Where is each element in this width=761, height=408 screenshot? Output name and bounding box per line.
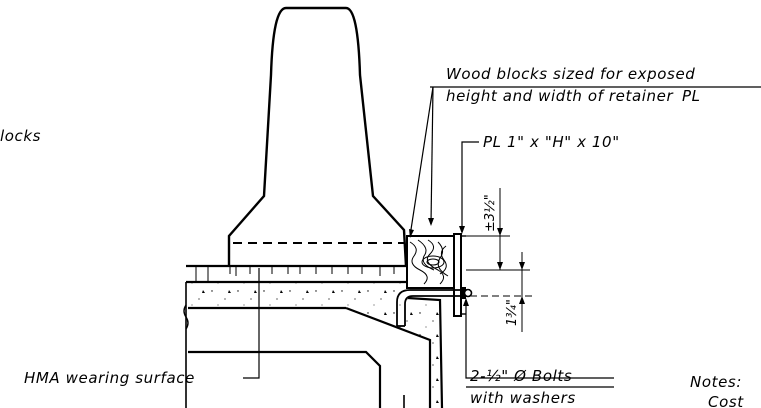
wood-blocks-label-line2: height and width of retainer [446, 87, 673, 105]
plate-spec-label: PL 1" x "H" x 10" [483, 133, 620, 151]
hma-wearing-surface-label: HMA wearing surface [24, 369, 195, 387]
wood-grain [409, 239, 449, 285]
bolt-nut [463, 288, 473, 298]
surface-hatching [195, 266, 395, 282]
plate-symbol: PL [682, 87, 701, 105]
cut-off-label: locks [0, 127, 41, 145]
notes-label: Notes: [690, 373, 742, 391]
bolts-label-line1: 2-½" Ø Bolts [470, 367, 572, 385]
retainer-plate [453, 233, 462, 317]
leader-lines [243, 86, 761, 379]
wood-blocks-label-line1: Wood blocks sized for exposed [446, 65, 695, 83]
height-dimension: ±3½" [483, 194, 498, 232]
bolts-label-line2: with washers [470, 389, 576, 407]
offset-dimension: 1¾" [505, 299, 520, 326]
anchor-bolt [396, 287, 473, 327]
concrete-barrier [227, 6, 408, 267]
deck-slab [183, 282, 444, 408]
dimension-lines [466, 188, 534, 332]
wearing-surface [186, 264, 408, 284]
wood-blocks [406, 235, 455, 289]
notes-continued: Cost [708, 393, 744, 408]
